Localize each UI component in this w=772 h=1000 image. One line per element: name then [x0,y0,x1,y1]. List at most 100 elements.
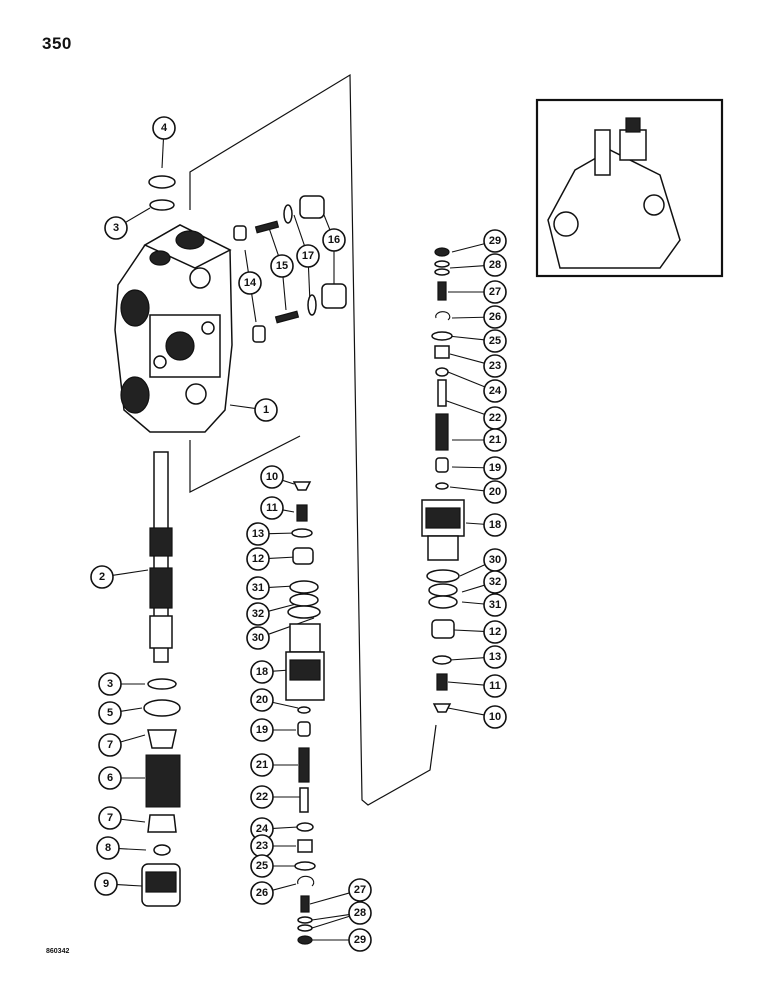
part-spring-6 [145,754,181,808]
callout-25: 25 [250,854,274,878]
callout-label: 10 [266,471,278,483]
callout-label: 18 [256,666,268,678]
callout-27: 27 [348,878,372,902]
callout-circle [246,626,270,650]
leader-line-10 [447,707,485,716]
center-relief-stack [285,481,325,945]
callout-label: 31 [489,599,501,611]
leader-line-26 [451,316,485,319]
part-nut-29-r [434,247,450,257]
part-poppet-10-r [432,703,452,713]
flow-line-right [189,73,437,806]
flow-line-lower [189,435,301,493]
callout-20: 20 [250,688,274,712]
leader-line-18 [465,522,485,525]
callout-28: 28 [348,901,372,925]
part-spring-21-r [435,413,449,451]
leader-line-24 [272,826,299,829]
part-plug-16-a [299,195,325,219]
callout-label: 28 [489,259,501,271]
callout-circle [483,593,507,617]
callout-30: 30 [246,626,270,650]
callout-label: 3 [107,678,113,690]
callout-11: 11 [483,674,507,698]
housing-bolt-hole-1 [201,321,215,335]
callout-label: 32 [252,608,264,620]
inset-detail [535,98,724,278]
callout-circle [483,674,507,698]
callout-circle [250,688,274,712]
callout-29: 29 [483,229,507,253]
leader-line-15 [282,276,287,311]
callout-label: 4 [161,122,168,134]
part-washer-28-c-a [297,916,313,924]
valve-housing [114,224,233,433]
part-seal-4 [148,175,176,189]
callout-label: 20 [256,694,268,706]
part-washer-28-r-b [434,268,450,276]
callout-circle [348,878,372,902]
leader-line-15 [267,224,279,256]
inset-spool-end [594,129,611,176]
callout-label: 27 [354,884,366,896]
callout-label: 31 [252,582,264,594]
callout-circle [246,602,270,626]
part-washer-25-c [294,861,316,871]
callout-17: 17 [296,244,320,268]
callout-32: 32 [483,570,507,594]
part-o-ring-24-r [435,367,449,377]
callout-7: 7 [98,806,122,830]
housing-port-lower [120,376,150,414]
callout-2: 2 [90,565,114,589]
part-seat-12-r [431,619,455,639]
callout-label: 10 [489,711,501,723]
callout-18: 18 [483,513,507,537]
callout-circle [98,672,122,696]
leader-line-20 [272,701,299,709]
part-retainer-7-top [147,729,177,749]
leader-line-20 [449,486,485,492]
callout-label: 5 [107,707,113,719]
callout-circle [98,806,122,830]
callout-circle [322,228,346,252]
part-o-ring-3-top [149,199,175,211]
leader-line-32 [268,603,297,612]
part-nut-23-r [434,345,450,359]
callout-13: 13 [483,645,507,669]
callout-21: 21 [483,428,507,452]
callout-9: 9 [94,872,118,896]
callout-circle [348,928,372,952]
callout-16: 16 [322,228,346,252]
callout-label: 26 [489,311,501,323]
leader-line-11 [447,681,485,686]
callout-27: 27 [483,280,507,304]
callout-label: 12 [252,553,264,565]
leader-line-30 [459,564,486,577]
callout-26: 26 [483,305,507,329]
housing-bolt-hole-2 [153,355,167,369]
part-ring-32-r [428,583,458,597]
leader-line-19 [451,466,485,469]
callout-circle [483,379,507,403]
callout-label: 30 [252,632,264,644]
part-spring-11-c [296,504,308,522]
callout-label: 7 [107,812,113,824]
callout-circle [246,522,270,546]
callout-28: 28 [483,253,507,277]
callout-5: 5 [98,701,122,725]
part-plug-16-b [321,283,347,309]
callout-circle [98,733,122,757]
callout-label: 28 [354,907,366,919]
callout-29: 29 [348,928,372,952]
housing-center-bore [165,331,195,361]
callout-10: 10 [260,465,284,489]
callout-circle [483,428,507,452]
callout-circle [483,354,507,378]
callout-circle [483,280,507,304]
inset-relief-cap [619,129,647,161]
inset-port-right [643,194,665,216]
callout-20: 20 [483,480,507,504]
callout-11: 11 [260,496,284,520]
callout-label: 11 [489,680,501,692]
callout-19: 19 [483,456,507,480]
